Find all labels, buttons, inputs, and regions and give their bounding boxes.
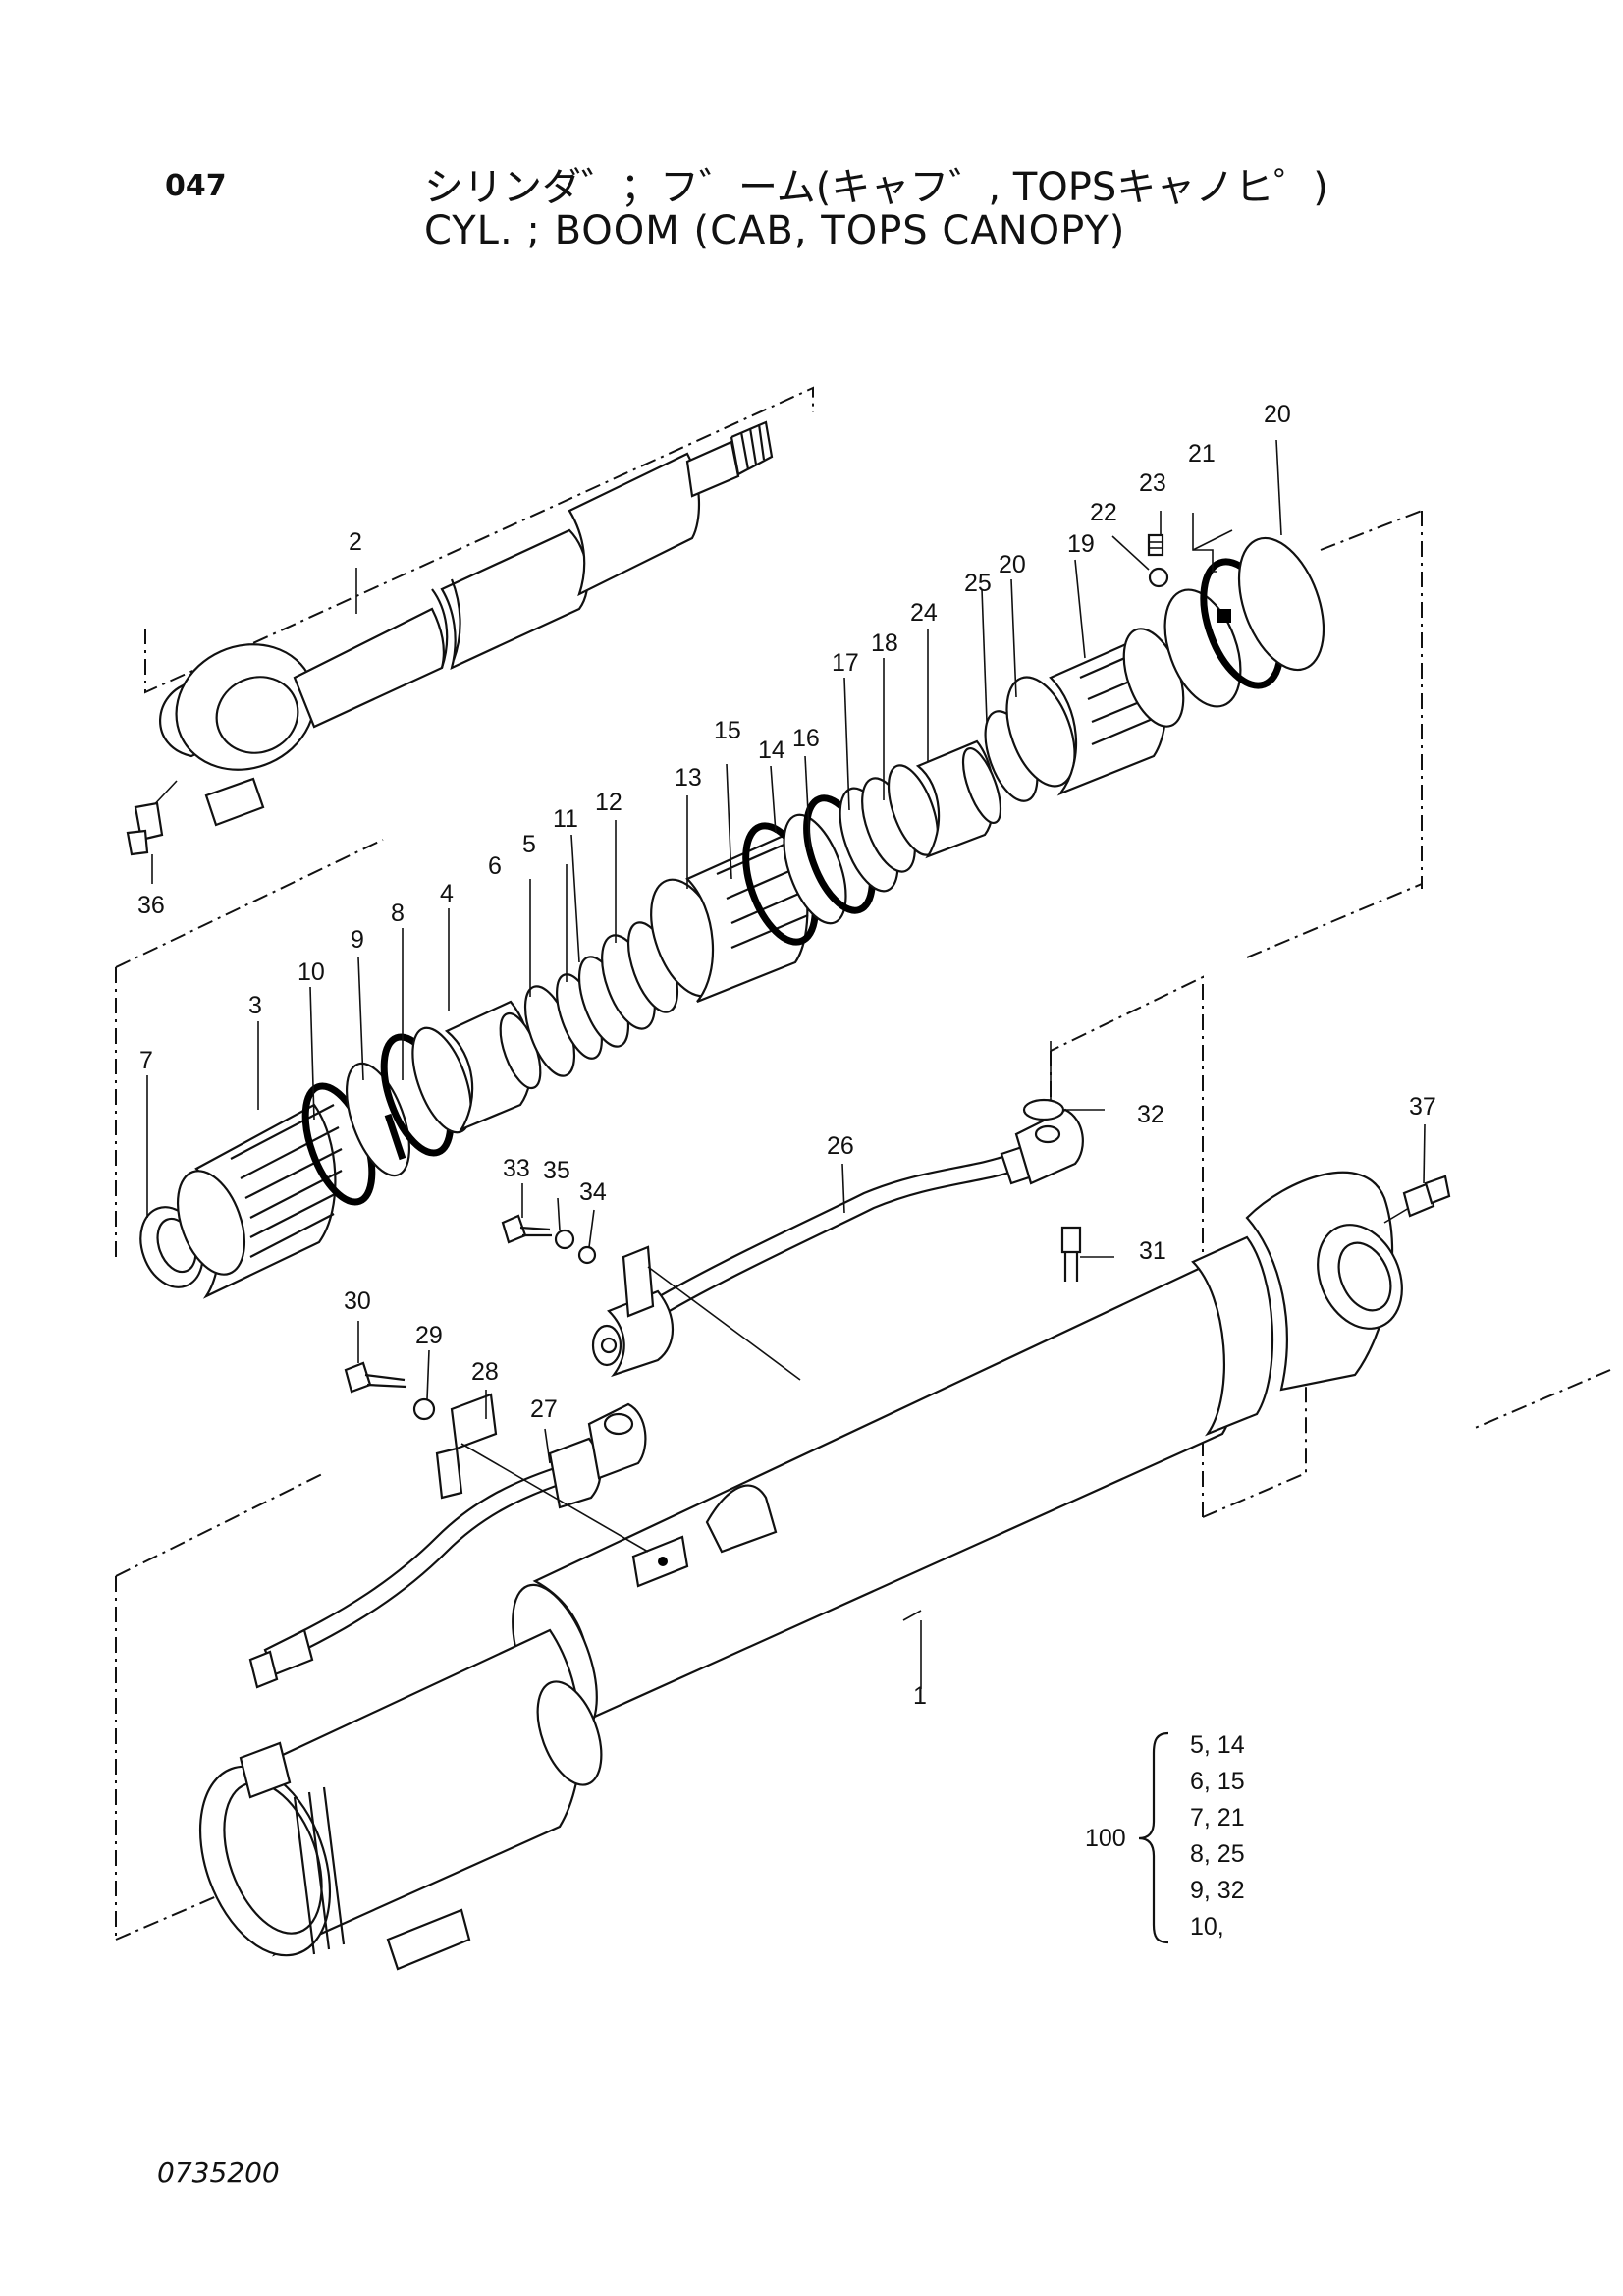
callout-4: 4: [440, 880, 454, 907]
pipe-upper: [591, 1108, 1084, 1378]
callout-labels: 1 2 3 4 5 6 7 8 9 10 11 12 13 14 15 16 1…: [137, 401, 1436, 1710]
callout-3: 3: [248, 992, 262, 1019]
callout-20-right: 20: [1264, 401, 1291, 428]
internal-parts-group-boundary: [115, 510, 1423, 1262]
callout-36: 36: [137, 892, 165, 919]
seal-kit: 100 5, 14 6, 15 7, 21 8, 25 9, 32 10,: [1085, 1731, 1245, 1944]
callout-24: 24: [910, 599, 938, 627]
set-screw-and-ball: [1147, 533, 1169, 588]
seal-kit-brace: [1138, 1731, 1169, 1944]
callout-11: 11: [553, 805, 578, 833]
bolt-30: [344, 1361, 407, 1394]
callout-37: 37: [1409, 1093, 1436, 1121]
callout-9: 9: [351, 926, 364, 954]
callout-10: 10: [298, 958, 325, 986]
piston: [650, 833, 811, 1004]
callout-14: 14: [758, 737, 785, 764]
callout-21: 21: [1188, 440, 1216, 467]
rod-seals: [523, 921, 679, 1077]
callout-32: 32: [1137, 1101, 1164, 1128]
grease-fitting-tube: [1383, 1175, 1451, 1224]
title-japanese: シリンダ゛；フ゛ーム(キャフ゛, TOPSキャノヒ゜): [424, 165, 1328, 210]
callout-17: 17: [832, 649, 859, 677]
callout-13: 13: [675, 764, 702, 792]
callout-15: 15: [714, 717, 741, 744]
piston-rod: [159, 420, 774, 827]
callout-35: 35: [543, 1157, 570, 1184]
leader-lines: [146, 439, 1426, 1689]
callout-23: 23: [1139, 469, 1166, 497]
clamp-upper: [622, 1245, 655, 1318]
callout-25: 25: [964, 570, 992, 597]
callout-29: 29: [415, 1322, 443, 1349]
callout-26: 26: [827, 1132, 854, 1160]
callout-34: 34: [579, 1178, 607, 1206]
callout-5: 5: [522, 831, 536, 858]
clamp-28: [435, 1393, 498, 1500]
callout-16: 16: [792, 725, 820, 752]
title-english: CYL. ; BOOM (CAB, TOPS CANOPY): [424, 208, 1126, 253]
seal-kit-item: 5, 14: [1190, 1731, 1245, 1759]
cylinder-tube: [198, 1171, 1403, 1971]
washer-35: [554, 1229, 575, 1250]
bolt-33: [501, 1214, 552, 1244]
seal-kit-item: 6, 15: [1190, 1768, 1245, 1795]
callout-31: 31: [1139, 1237, 1166, 1265]
seal-rings-left: [301, 1026, 472, 1206]
piston-nut: [1005, 628, 1185, 796]
grease-fitting-rod: [126, 780, 178, 856]
seal-kit-label: 100: [1085, 1825, 1126, 1852]
seal-kit-item: 7, 21: [1190, 1804, 1245, 1831]
callout-28: 28: [471, 1358, 499, 1386]
washer-29: [412, 1397, 436, 1421]
cylinder-head: [139, 1103, 343, 1299]
seal-kit-item: 10,: [1190, 1913, 1224, 1941]
o-ring-32: [1022, 1098, 1065, 1121]
piston-seal-rings: [742, 764, 940, 946]
callout-18: 18: [871, 629, 898, 657]
drawing-number: 0735200: [157, 2157, 280, 2189]
bushing: [444, 1000, 542, 1132]
callout-8: 8: [391, 900, 405, 927]
pipe-lower: [248, 1402, 647, 1689]
callout-22: 22: [1090, 499, 1117, 526]
callout-6: 6: [488, 852, 502, 880]
callout-7: 7: [139, 1047, 153, 1074]
washer-34: [577, 1245, 597, 1265]
piston-rod-group-boundary: [144, 386, 814, 885]
bolt-31: [1060, 1226, 1082, 1282]
callout-1: 1: [913, 1682, 927, 1710]
nut-rings-right: [1163, 536, 1325, 708]
page-number: 047: [165, 169, 227, 203]
callout-12: 12: [595, 789, 622, 816]
callout-33: 33: [503, 1155, 530, 1182]
callout-2: 2: [349, 528, 362, 556]
callout-30: 30: [344, 1287, 371, 1315]
seal-kit-item: 8, 25: [1190, 1840, 1245, 1868]
callout-27: 27: [530, 1395, 558, 1423]
seal-kit-item: 9, 32: [1190, 1877, 1245, 1904]
callout-20-left: 20: [999, 551, 1026, 578]
callout-19: 19: [1067, 530, 1095, 558]
